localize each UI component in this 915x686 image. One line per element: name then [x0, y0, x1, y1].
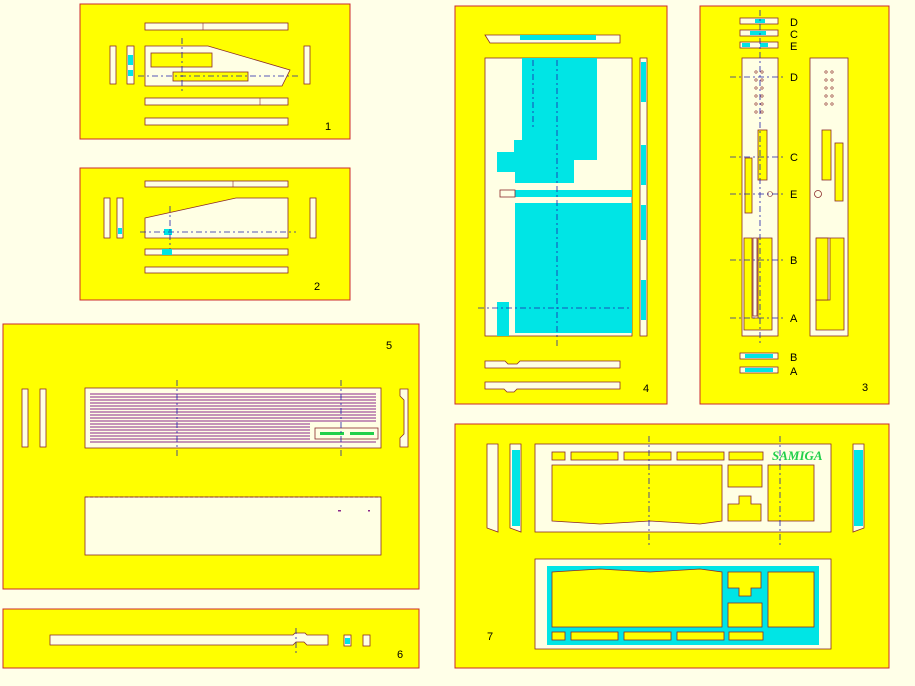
- brand-logo: SAMIGA: [772, 448, 823, 463]
- cut-label-e: E: [790, 189, 797, 201]
- sheet-7-side-left: [486, 443, 499, 533]
- sheet-1-number: 1: [325, 121, 331, 133]
- sheet-5-side-left: [21, 388, 29, 448]
- sheet-3-background: [699, 5, 890, 405]
- sheet-5-side-right: [399, 388, 409, 448]
- sheet-1-strip-top: [144, 22, 289, 31]
- sheet-1-side-right: [303, 45, 311, 85]
- section-label-e: E: [790, 41, 797, 53]
- sheet-2-side-left-2: [116, 197, 124, 239]
- sheet-4: 4: [454, 5, 668, 405]
- sheet-2: 2: [79, 167, 351, 301]
- section-label-b: B: [790, 352, 797, 364]
- section-label-d: D: [790, 17, 798, 29]
- sheet-3-strip-e: [739, 41, 779, 49]
- sheet-1-strip-mid: [144, 97, 289, 106]
- sheet-6-long-strip: [49, 632, 329, 646]
- sheet-3: D C E D C E B A: [699, 5, 890, 405]
- sheet-4-strip-bottom-2: [484, 381, 621, 393]
- sheet-3-number: 3: [862, 382, 868, 394]
- sheet-6-number: 6: [397, 649, 403, 661]
- sheet-6-tab-2: [362, 634, 371, 647]
- sheet-1-strip-bottom: [144, 117, 289, 126]
- sheet-5-bottom-panel: [84, 496, 382, 556]
- sheet-5-number: 5: [386, 340, 392, 352]
- sheet-7-number: 7: [487, 631, 493, 643]
- sheet-2-strip-top: [144, 180, 289, 188]
- sheet-5-vent-lines: [90, 393, 376, 443]
- cut-label-a: A: [790, 313, 798, 325]
- sheet-4-strip-bottom-1: [484, 360, 621, 369]
- sheet-2-case-side: [144, 197, 289, 239]
- sheet-2-strip-bottom: [144, 266, 289, 274]
- cut-label-b: B: [790, 255, 797, 267]
- sheet-7: SAMIGA 7: [454, 423, 890, 669]
- section-label-c: C: [790, 29, 798, 41]
- sheet-5-drive-bay: [314, 427, 379, 440]
- sheet-1: 1: [79, 3, 351, 140]
- sheet-4-number: 4: [643, 383, 649, 395]
- cut-label-c: C: [790, 152, 798, 164]
- section-label-a: A: [790, 366, 798, 378]
- sheet-3-hole-grid-left: [754, 70, 764, 114]
- sheet-6: 6: [2, 608, 420, 669]
- sheet-2-side-left: [103, 197, 111, 239]
- sheet-2-number: 2: [314, 281, 320, 293]
- sheet-3-hole-grid-right: [824, 70, 834, 106]
- sheet-5-side-left-2: [39, 388, 47, 448]
- sheet-7-main-keys: [551, 464, 723, 525]
- sheet-2-side-right: [309, 197, 317, 239]
- sheet-1-side-left: [109, 45, 117, 85]
- sheet-5: 5: [2, 323, 420, 590]
- cut-label-d: D: [790, 72, 798, 84]
- sheet-2-strip-mid: [144, 248, 289, 256]
- sheet-7-base-keys: [551, 568, 723, 628]
- sheet-4-side-strip: [639, 57, 648, 337]
